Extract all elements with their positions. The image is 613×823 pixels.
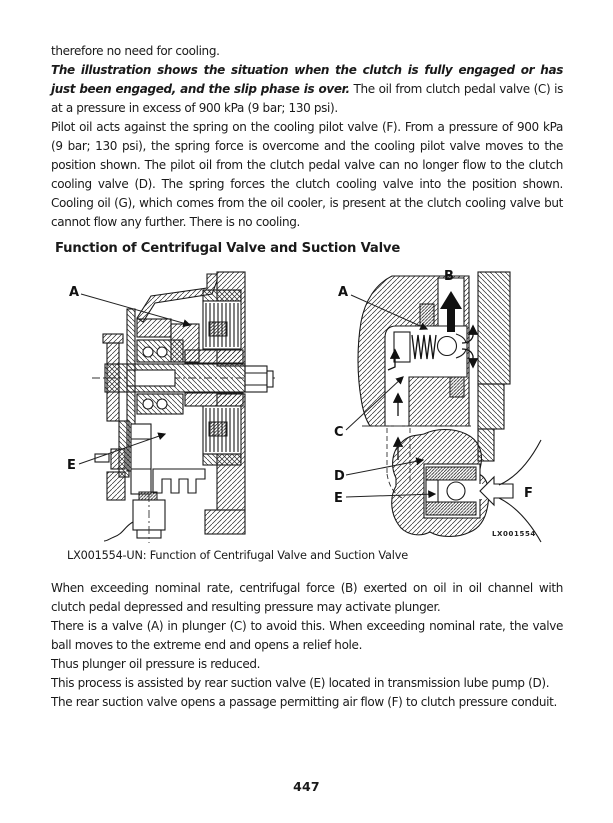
emphasized-text: The illustration shows the situation whe… bbox=[51, 63, 563, 96]
image-tag: LX001554 bbox=[492, 530, 536, 538]
figure-label-e: E bbox=[334, 491, 343, 506]
bearing-ball bbox=[156, 346, 168, 358]
centrifugal-valve-figure: A B C D E F LX001554 bbox=[334, 269, 542, 543]
valve-spring bbox=[411, 334, 437, 360]
left-flange bbox=[106, 342, 120, 422]
valve-stop bbox=[425, 479, 439, 503]
page-content: therefore no need for cooling. The illus… bbox=[51, 42, 563, 712]
figure-label-a: A bbox=[338, 285, 348, 300]
right-wall-step bbox=[477, 383, 505, 430]
shaft-cap-tip bbox=[266, 370, 274, 388]
figure-label-c: C bbox=[334, 425, 343, 440]
plug-upper bbox=[419, 303, 435, 327]
shaft-cap bbox=[244, 365, 268, 393]
wire bbox=[103, 521, 134, 542]
casting-fins bbox=[152, 468, 206, 494]
drum-upper bbox=[184, 349, 244, 364]
plug-lower bbox=[449, 376, 465, 398]
right-wall bbox=[477, 271, 511, 385]
figure-label-a: A bbox=[69, 285, 79, 300]
flow-arrow-channel bbox=[387, 348, 401, 371]
clutch-pack-footer bbox=[202, 453, 242, 466]
paragraph: The illustration shows the situation whe… bbox=[51, 61, 563, 118]
paragraph: There is a valve (A) in plunger (C) to a… bbox=[51, 619, 563, 652]
paragraph: When exceeding nominal rate, centrifugal… bbox=[51, 581, 563, 614]
section-heading: Function of Centrifugal Valve and Suctio… bbox=[55, 241, 401, 256]
figure-area: A E bbox=[51, 264, 563, 546]
pump-body bbox=[110, 448, 126, 470]
housing-foot bbox=[204, 509, 246, 535]
leader-line-e bbox=[78, 432, 167, 465]
air-flow-curve bbox=[498, 439, 542, 486]
page-number: 447 bbox=[293, 779, 320, 794]
bearing-ball bbox=[156, 398, 168, 410]
leader-line-d bbox=[345, 457, 425, 476]
figure-label-e: E bbox=[67, 458, 76, 473]
figure-caption: LX001554-UN: Function of Centrifugal Val… bbox=[67, 549, 408, 562]
pump-body bbox=[106, 471, 126, 501]
clutch-pack-header bbox=[202, 289, 242, 302]
valve-ball bbox=[436, 335, 458, 357]
piston-block bbox=[208, 421, 228, 437]
valve-bar-upper bbox=[425, 466, 477, 481]
paragraph: The rear suction valve opens a passage p… bbox=[51, 695, 557, 709]
pump-housing bbox=[130, 423, 152, 495]
flow-arrow-up bbox=[461, 324, 479, 344]
piston-block bbox=[208, 321, 228, 337]
suction-valve-ball bbox=[446, 481, 466, 501]
bearing-ball bbox=[142, 398, 154, 410]
bearing-ball bbox=[142, 346, 154, 358]
paragraph-text: The oil from clutch pedal valve (C) is a… bbox=[51, 82, 563, 115]
leader-line-c bbox=[345, 376, 404, 431]
clutch-cross-section-figure: A E bbox=[67, 271, 275, 543]
paragraph: Thus plunger oil pressure is reduced. bbox=[51, 657, 261, 671]
body-text-block: When exceeding nominal rate, centrifugal… bbox=[51, 579, 563, 712]
flange-cap bbox=[102, 333, 124, 344]
air-flow-arrow-f bbox=[479, 475, 514, 507]
leader-line-e bbox=[345, 490, 437, 499]
leader-line-a bbox=[80, 293, 192, 327]
paragraph: Pilot oil acts against the spring on the… bbox=[51, 120, 563, 229]
figure-label-f: F bbox=[524, 486, 533, 501]
valve-bar-lower bbox=[425, 501, 477, 516]
drum-lower bbox=[184, 392, 244, 407]
flow-arrow-b bbox=[440, 291, 462, 332]
figure-label-d: D bbox=[334, 469, 345, 484]
hub-block bbox=[136, 318, 172, 338]
leader-line-a bbox=[350, 294, 429, 330]
paragraph: therefore no need for cooling. bbox=[51, 44, 220, 58]
air-flow-curve bbox=[498, 497, 542, 543]
flow-arrow-down bbox=[461, 348, 479, 369]
spring-seat bbox=[393, 331, 411, 363]
paragraph: This process is assisted by rear suction… bbox=[51, 676, 550, 690]
figure-label-b: B bbox=[444, 269, 454, 284]
